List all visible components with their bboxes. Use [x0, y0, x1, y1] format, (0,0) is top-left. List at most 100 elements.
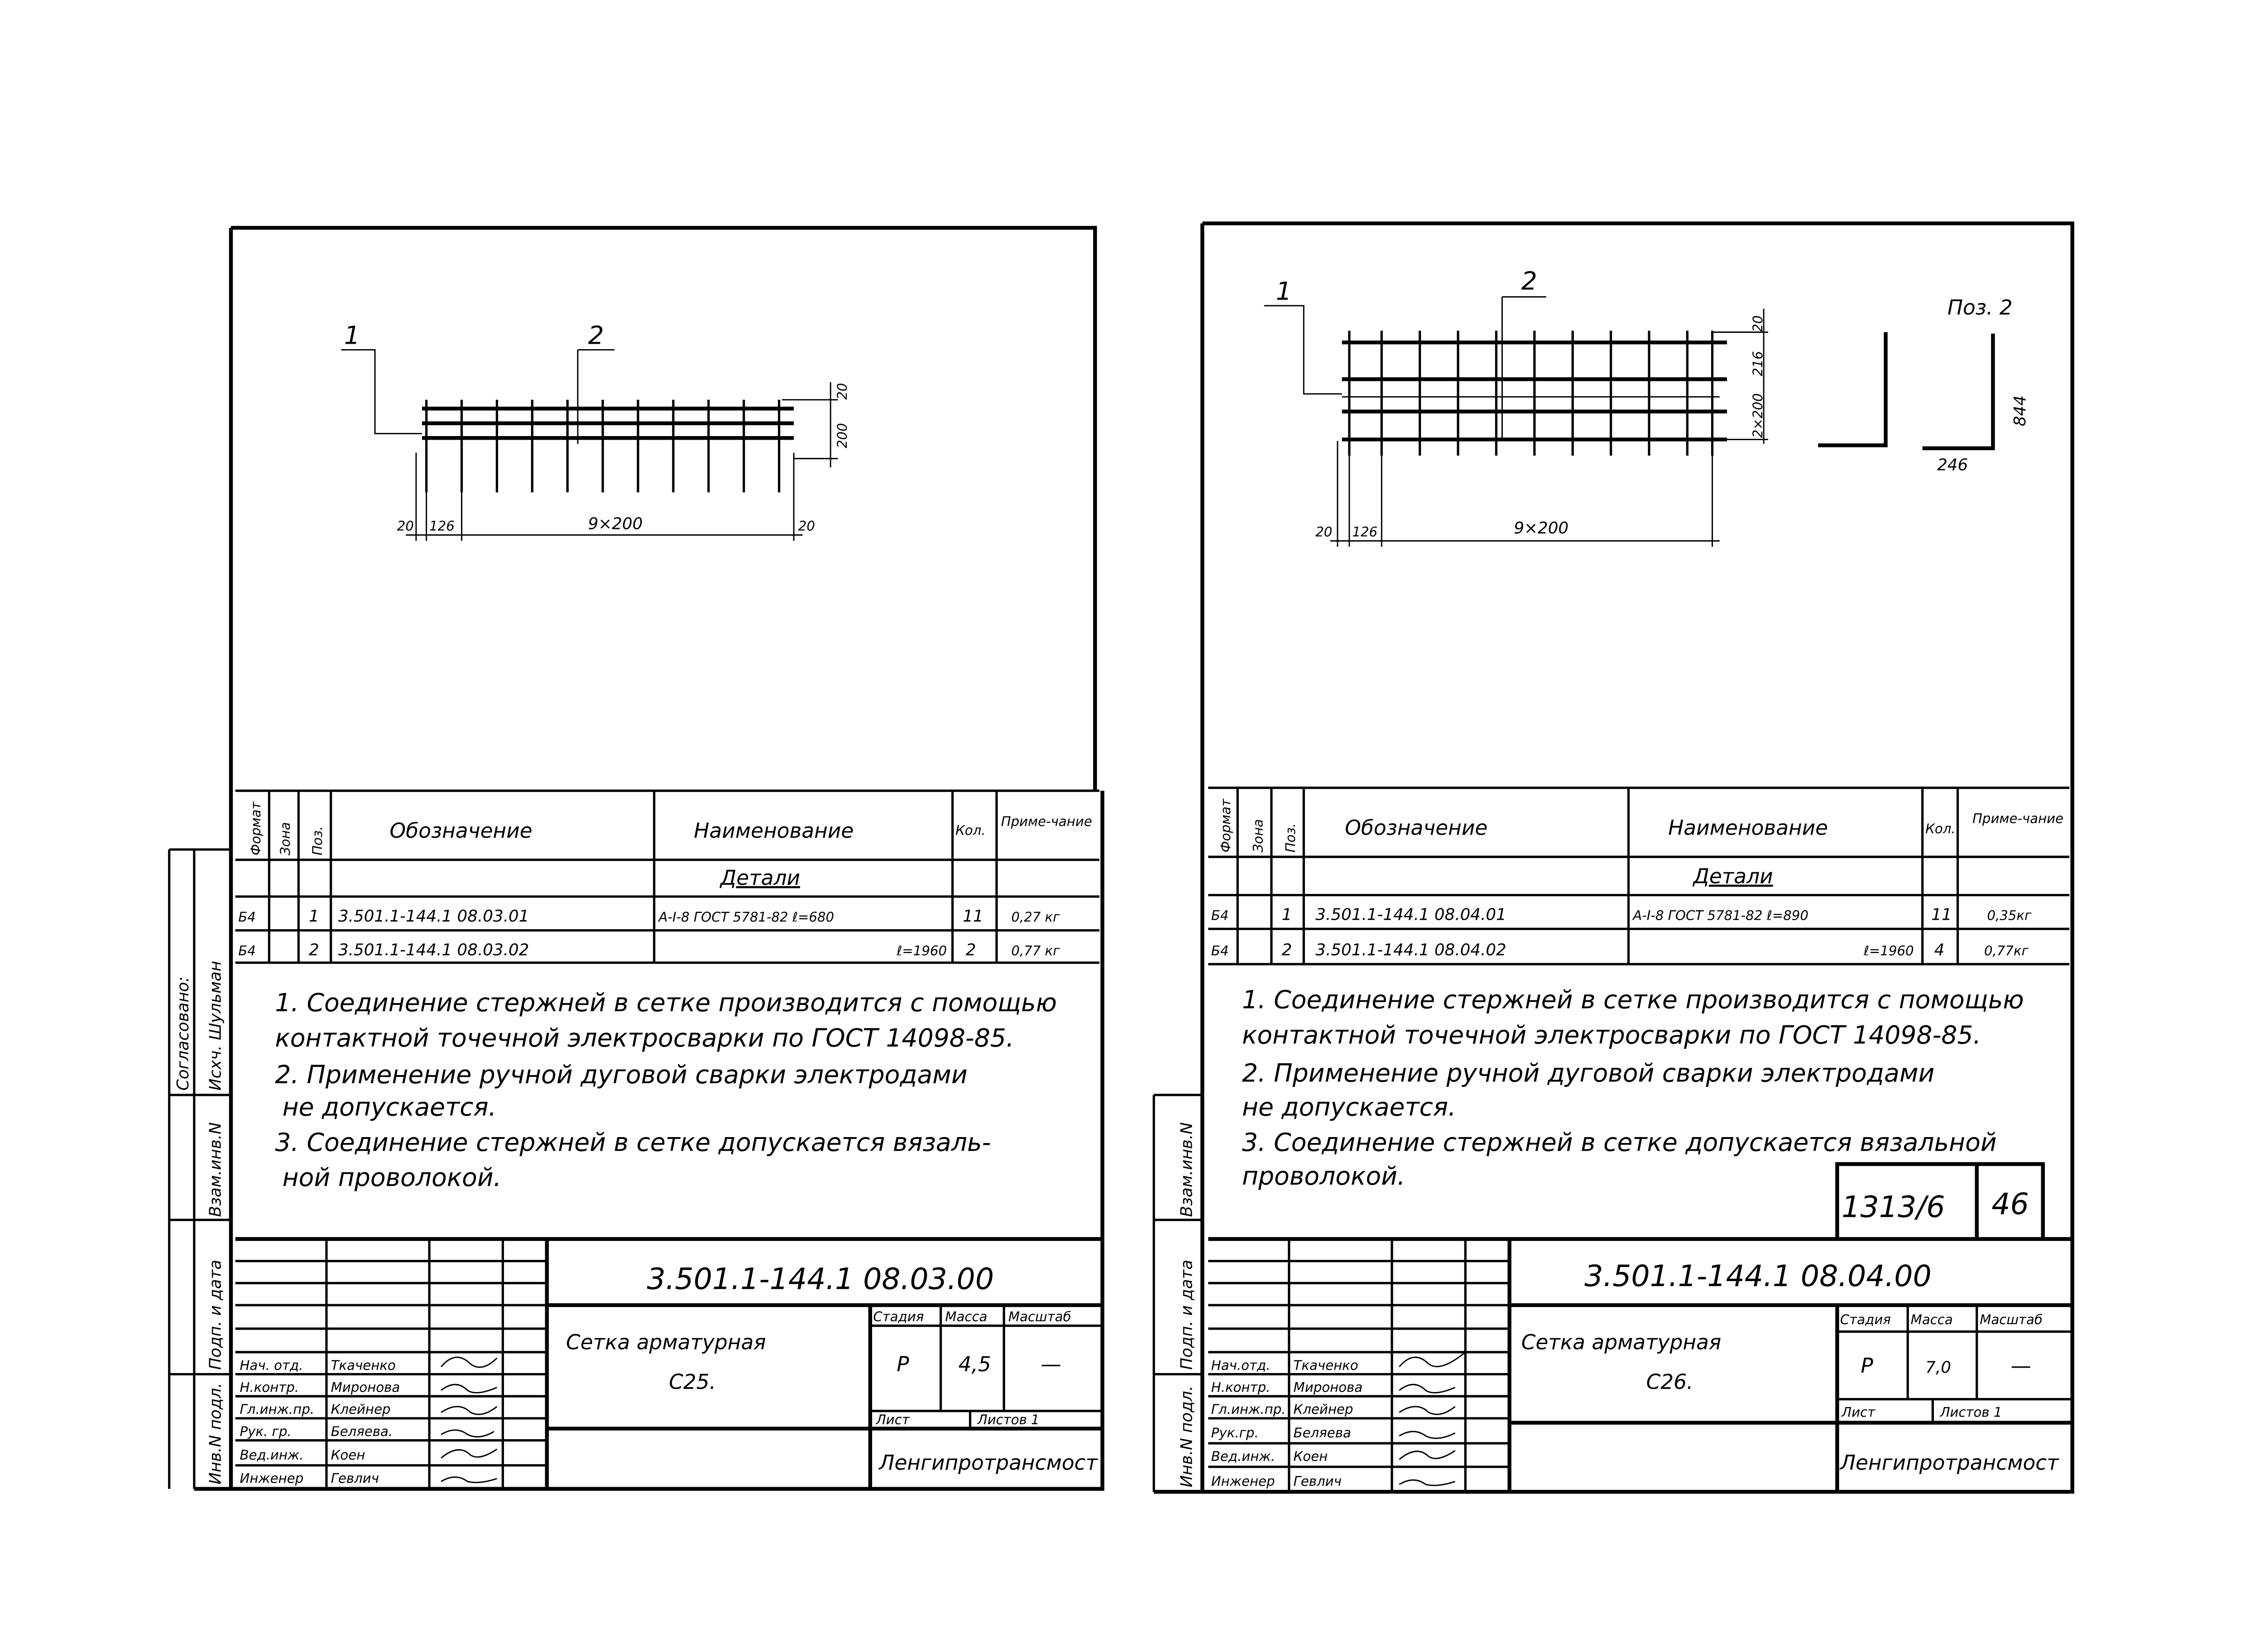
stage-label: Стадия — [1840, 1312, 1891, 1327]
role: Вед.инж. — [1211, 1449, 1275, 1464]
note-line: 2. Применение ручной дуговой сварки элек… — [1242, 1059, 1934, 1088]
album-number: 1313/6 — [1842, 1190, 1945, 1224]
role: Гл.инж.пр. — [1211, 1402, 1286, 1417]
header-format: Формат — [1218, 798, 1233, 852]
role: Н.контр. — [240, 1380, 299, 1395]
table-row: Б4 1 3.501.1-144.1 08.04.01 А-I-8 ГОСТ 5… — [1211, 906, 2032, 924]
inv-number-label: Инв.N подл. — [206, 1383, 225, 1484]
person: Миронова — [1294, 1380, 1363, 1395]
person: Ткаченко — [331, 1358, 396, 1373]
note-line: не допускается. — [1242, 1093, 1456, 1122]
table-row: Б4 2 3.501.1-144.1 08.04.02 ℓ=1960 4 0,7… — [1211, 941, 2029, 960]
side-stamp: Взам.инв.N Подп. и дата Инв.N подл. — [1152, 1094, 1203, 1492]
note-line: 2. Применение ручной дуговой сварки элек… — [275, 1061, 967, 1090]
cell-designation: 3.501.1-144.1 08.04.01 — [1315, 906, 1506, 924]
cell-qty: 11 — [1931, 906, 1952, 924]
mesh-drawing-c26: 1 2 20 126 9×200 20 216 2×200 Поз. 2 844… — [1264, 267, 2029, 547]
cell-designation: 3.501.1-144.1 08.04.02 — [1315, 941, 1506, 960]
note-line: 1. Соединение стержней в сетке производи… — [275, 989, 1057, 1018]
agreed-label: Согласовано: — [174, 976, 192, 1090]
dim-216: 216 — [1750, 351, 1765, 376]
cell-note: 0,35кг — [1987, 908, 2032, 923]
header-note: Приме-чание — [1001, 814, 1092, 829]
role: Нач.отд. — [1211, 1358, 1271, 1373]
cell-format: Б4 — [1211, 943, 1229, 959]
person: Клейнер — [331, 1402, 391, 1417]
drawing-code: 3.501.1-144.1 08.03.00 — [647, 1262, 994, 1296]
sheet-label: Лист — [1841, 1405, 1875, 1420]
mesh-drawing-c25: 1 2 20 126 9×200 20 20 200 — [341, 321, 850, 541]
drawing-mark: С25. — [669, 1370, 716, 1394]
cell-note: 0,27 кг — [1011, 909, 1060, 925]
sheet-right: Взам.инв.N Подп. и дата Инв.N подл. 1 2 … — [1152, 221, 2074, 1494]
header-qty: Кол. — [955, 822, 986, 838]
dim-right: 20 — [798, 519, 815, 534]
notes: 1. Соединение стержней в сетке производи… — [275, 989, 1057, 1192]
replace-inv-label: Взам.инв.N — [206, 1122, 225, 1217]
cell-pos: 1 — [309, 907, 319, 926]
signatures: Нач.отд. Ткаченко Н.контр. Миронова Гл.и… — [1211, 1351, 1466, 1489]
role: Инженер — [240, 1471, 303, 1486]
handwritten-signatures — [1399, 1351, 1466, 1486]
table-row: Б4 1 3.501.1-144.1 08.03.01 А-I-8 ГОСТ 5… — [238, 907, 1060, 926]
sheet-left: Согласовано: Исхч. Шульман Взам.инв.N По… — [168, 226, 1104, 1491]
header-zone: Зона — [1250, 819, 1266, 853]
scale-value: — — [2010, 1354, 2031, 1378]
cell-designation: 3.501.1-144.1 08.03.01 — [338, 907, 529, 926]
person: Клейнер — [1294, 1402, 1353, 1417]
sheet-label: Лист — [876, 1412, 910, 1427]
mass-value: 7,0 — [1925, 1358, 1951, 1377]
title-block: 3.501.1-144.1 08.03.00 Сетка арматурная … — [235, 1237, 1103, 1489]
cell-pos: 2 — [1282, 941, 1292, 960]
drawing-mark: С26. — [1646, 1370, 1693, 1394]
cell-name: А-I-8 ГОСТ 5781-82 ℓ=680 — [657, 909, 834, 925]
page-number: 46 — [1991, 1187, 2029, 1221]
organization: Ленгипротрансмост — [878, 1451, 1098, 1475]
pos1-label: 1 — [1276, 277, 1292, 306]
organization: Ленгипротрансмост — [1839, 1451, 2059, 1475]
note-line: не допускается. — [283, 1093, 497, 1122]
role: Инженер — [1211, 1474, 1275, 1489]
sheets-count: Листов 1 — [977, 1412, 1040, 1427]
cell-qty: 11 — [963, 907, 983, 926]
role: Рук.гр. — [1211, 1425, 1259, 1441]
role: Гл.инж.пр. — [240, 1402, 314, 1417]
drawing-code: 3.501.1-144.1 08.04.00 — [1584, 1259, 1932, 1293]
table-row: Б4 2 3.501.1-144.1 08.03.02 ℓ=1960 2 0,7… — [238, 941, 1060, 960]
detail-width: 246 — [1937, 456, 1968, 475]
cell-designation: 3.501.1-144.1 08.03.02 — [338, 941, 529, 960]
agreed-by: Исхч. Шульман — [206, 961, 225, 1090]
spec-table: Формат Зона Поз. Обозначение Наименовани… — [235, 789, 1100, 964]
dim-left: 20 — [1315, 524, 1332, 540]
replace-inv-label: Взам.инв.N — [1178, 1122, 1196, 1217]
section-details: Детали — [1692, 864, 1773, 888]
pos2-detail: Поз. 2 844 246 — [1818, 296, 2029, 475]
note-line: 1. Соединение стержней в сетке производи… — [1242, 985, 2024, 1014]
title-block: 3.501.1-144.1 08.04.00 Сетка арматурная … — [1208, 1237, 2072, 1492]
person: Миронова — [331, 1380, 400, 1395]
pos1-label: 1 — [344, 321, 360, 350]
dim-left: 20 — [397, 519, 414, 534]
sign-date-label: Подп. и дата — [1178, 1260, 1196, 1370]
header-qty: Кол. — [1925, 821, 1956, 836]
cell-qty: 4 — [1934, 941, 1945, 960]
mass-value: 4,5 — [959, 1352, 991, 1376]
person: Коен — [331, 1447, 365, 1463]
person: Гевлич — [1294, 1474, 1342, 1489]
dim-span: 9×200 — [588, 514, 643, 533]
note-line: ной проволокой. — [283, 1163, 502, 1192]
cell-name: ℓ=1960 — [1863, 943, 1914, 959]
note-line: проволокой. — [1242, 1162, 1405, 1191]
person: Коен — [1294, 1449, 1328, 1464]
scale-label: Масштаб — [1008, 1309, 1071, 1325]
cell-name: ℓ=1960 — [896, 943, 947, 959]
note-line: 3. Соединение стержней в сетке допускает… — [275, 1128, 991, 1157]
header-designation: Обозначение — [1345, 816, 1487, 840]
pos2-label: 2 — [1521, 267, 1537, 296]
detail-height: 844 — [2011, 395, 2029, 426]
drawing-name: Сетка арматурная — [566, 1330, 766, 1354]
person: Беляева. — [331, 1424, 393, 1439]
section-details: Детали — [719, 866, 800, 890]
cell-qty: 2 — [966, 941, 976, 960]
dim-top: 20 — [835, 383, 850, 400]
